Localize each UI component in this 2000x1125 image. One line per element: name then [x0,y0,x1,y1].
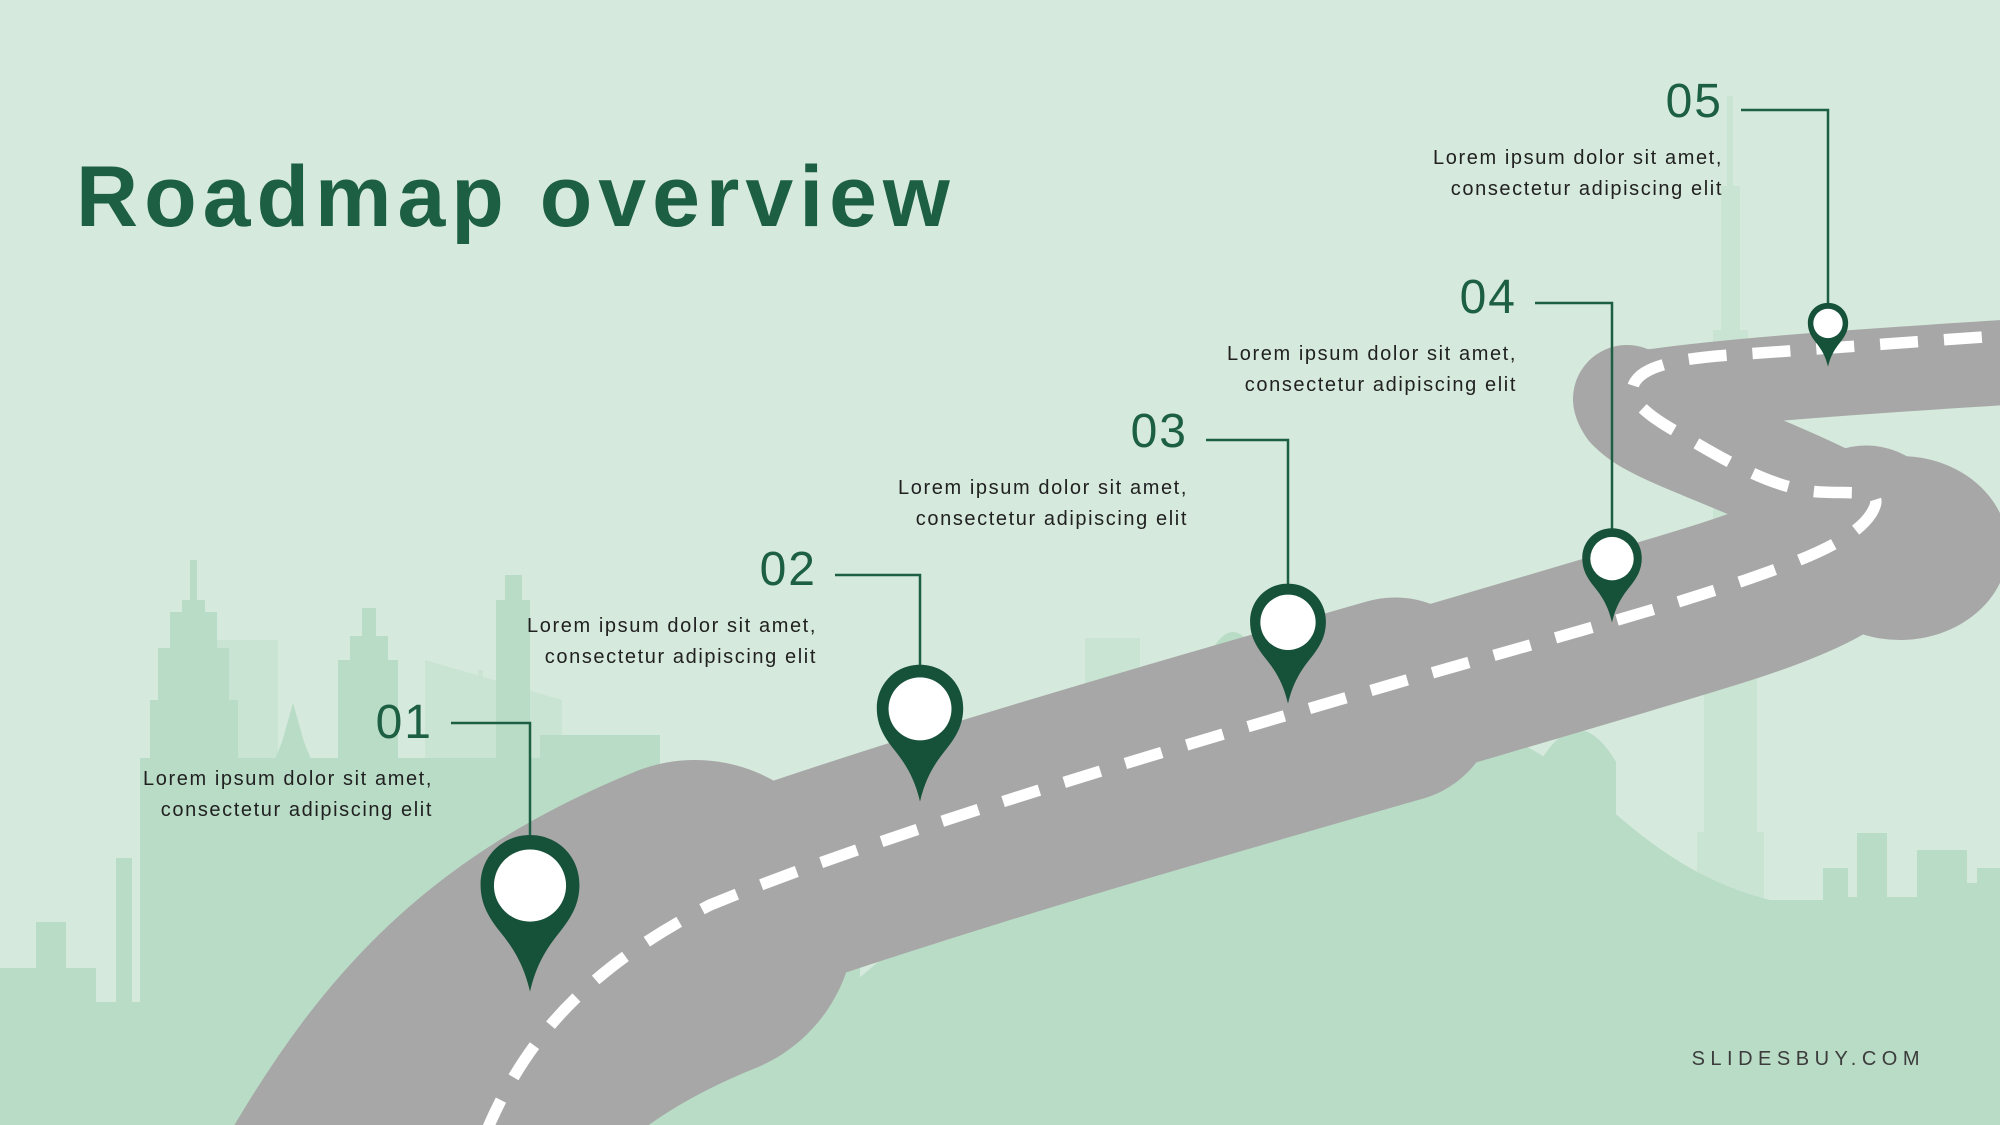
milestone-1: 01 Lorem ipsum dolor sit amet, consectet… [0,698,433,826]
milestone-description-line2: consectetur adipiscing elit [1244,374,1517,396]
milestone-number: 04 [1459,271,1517,324]
milestone-number: 02 [759,543,817,596]
milestone-description-line1: Lorem ipsum dolor sit amet, [898,477,1188,499]
milestone-3: 03 Lorem ipsum dolor sit amet, consectet… [588,407,1188,535]
milestone-description-line2: consectetur adipiscing elit [915,508,1188,530]
connector-line-5 [1741,108,1830,309]
milestone-description-line2: consectetur adipiscing elit [1450,178,1723,200]
milestone-connectors [451,108,1830,840]
milestone-description-line1: Lorem ipsum dolor sit amet, [527,615,817,637]
connector-line-4 [1535,301,1614,534]
connector-line-1 [451,721,532,840]
milestone-number: 01 [375,696,433,749]
milestone-number: 05 [1665,75,1723,128]
road-segment [1607,320,2000,435]
milestone-number: 03 [1130,405,1188,458]
milestone-description-line1: Lorem ipsum dolor sit amet, [1227,343,1517,365]
milestone-description-line2: consectetur adipiscing elit [544,646,817,668]
connector-line-2 [835,573,922,670]
footer-brand: SLIDESBUY.COM [1691,1048,1925,1070]
road-graphic [234,320,2000,1125]
milestone-2: 02 Lorem ipsum dolor sit amet, consectet… [217,545,817,673]
page-title: Roadmap overview [76,148,956,245]
road-center-line [482,330,2000,1125]
milestone-description-line2: consectetur adipiscing elit [160,799,433,821]
milestone-description-line1: Lorem ipsum dolor sit amet, [1433,147,1723,169]
connector-line-3 [1206,438,1290,589]
milestone-5: 05 Lorem ipsum dolor sit amet, consectet… [1123,77,1723,205]
milestone-4: 04 Lorem ipsum dolor sit amet, consectet… [917,273,1517,401]
milestone-description-line1: Lorem ipsum dolor sit amet, [143,768,433,790]
